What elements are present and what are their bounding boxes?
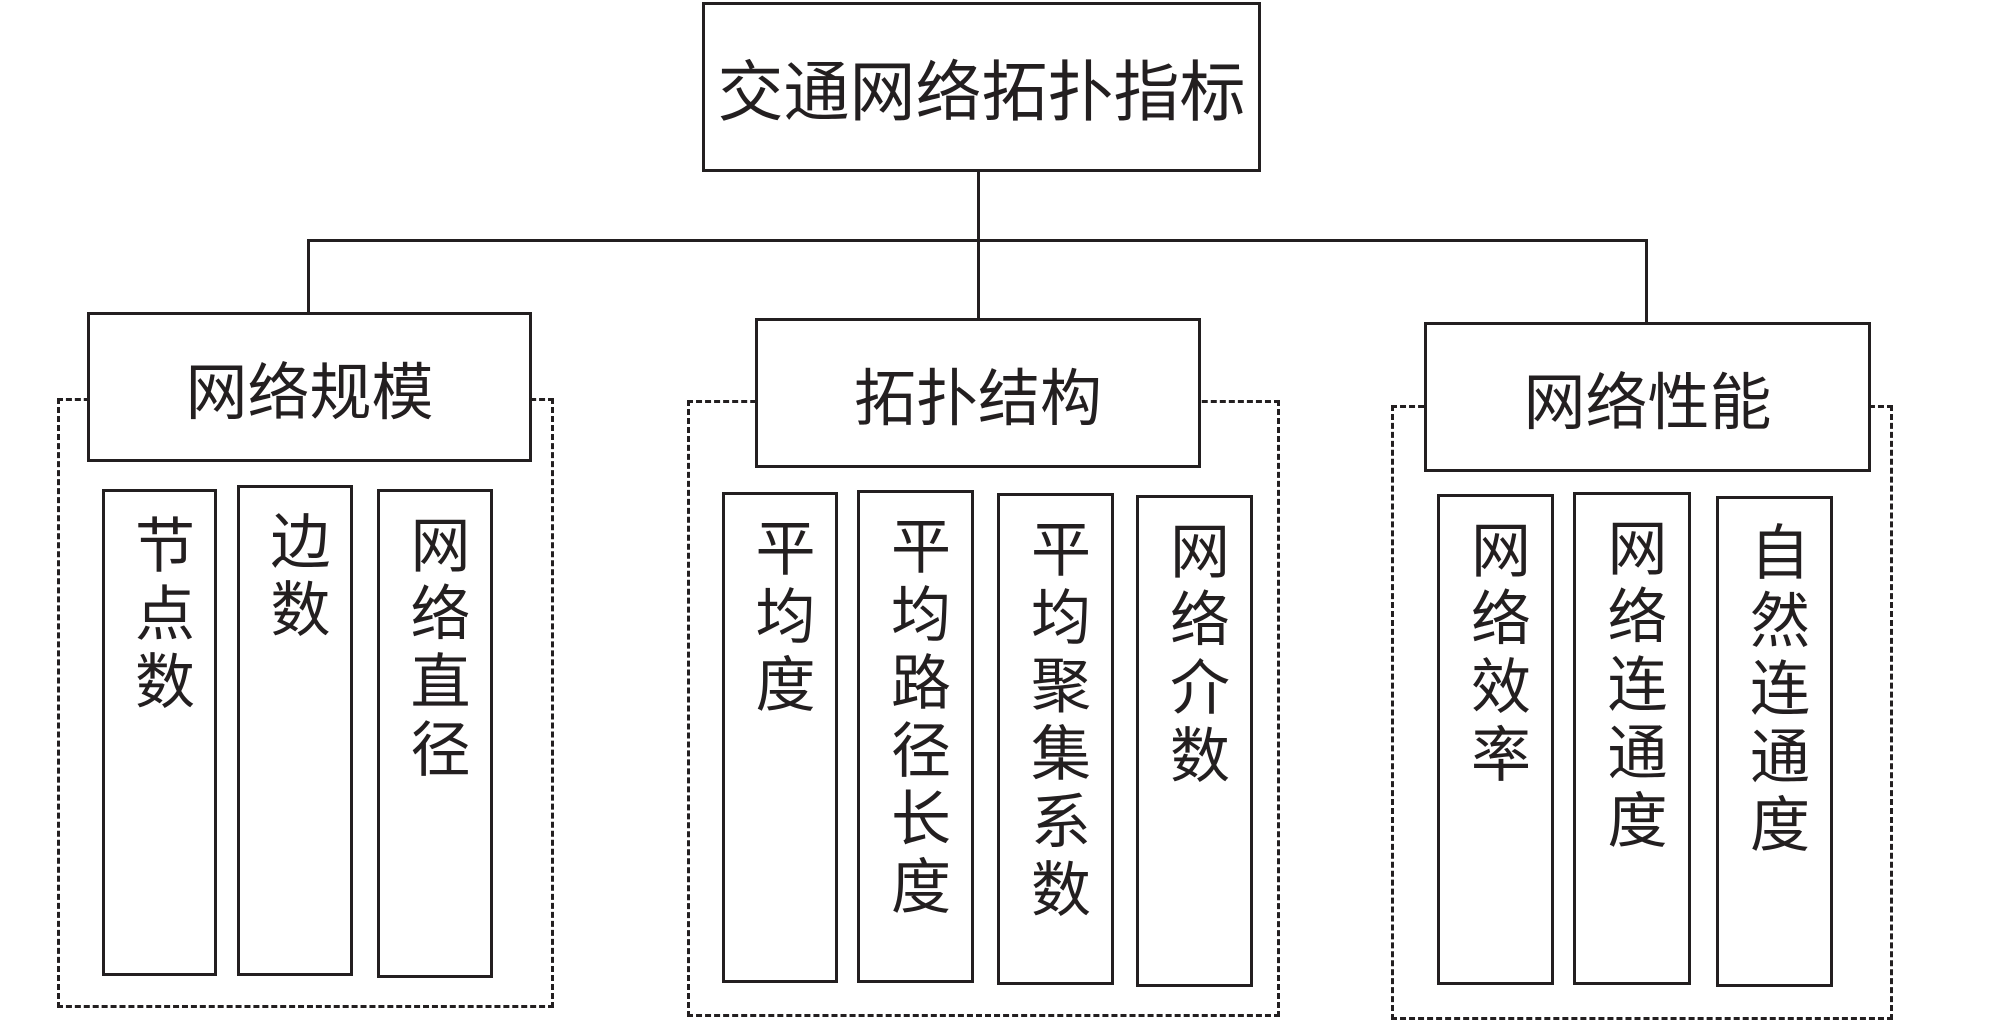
- leaf-node: 节点数: [102, 489, 217, 976]
- leaf-node: 平均度: [722, 492, 838, 983]
- leaf-label: 网络连通度: [1597, 517, 1667, 857]
- leaf-node: 平均聚集系数: [997, 493, 1114, 985]
- root-node: 交通网络拓扑指标: [702, 2, 1261, 172]
- leaf-label: 网络介数: [1159, 520, 1230, 792]
- category-3-connector-line: [1645, 239, 1648, 324]
- leaf-node: 平均路径长度: [857, 490, 974, 983]
- root-stem-line: [977, 170, 980, 242]
- leaf-node: 网络连通度: [1573, 492, 1691, 985]
- leaf-node: 自然连通度: [1716, 496, 1833, 987]
- leaf-label: 自然连通度: [1739, 521, 1810, 861]
- leaf-node: 边数: [237, 485, 353, 976]
- leaf-label: 平均聚集系数: [1020, 518, 1091, 926]
- category-node-2: 拓扑结构: [755, 318, 1201, 468]
- category-label: 网络规模: [185, 356, 434, 429]
- leaf-label: 边数: [260, 510, 330, 646]
- category-node-3: 网络性能: [1424, 322, 1871, 472]
- leaf-node: 网络效率: [1437, 494, 1554, 985]
- leaf-label: 网络效率: [1460, 519, 1531, 791]
- category-2-connector-line: [977, 239, 980, 320]
- leaf-node: 网络直径: [377, 489, 493, 978]
- leaf-label: 平均路径长度: [880, 515, 951, 923]
- leaf-label: 平均度: [745, 517, 815, 721]
- category-label: 拓扑结构: [853, 362, 1102, 435]
- leaf-label: 网络直径: [400, 514, 470, 786]
- category-label: 网络性能: [1523, 366, 1772, 439]
- leaf-node: 网络介数: [1136, 495, 1253, 987]
- root-node-label: 交通网络拓扑指标: [717, 54, 1246, 131]
- category-node-1: 网络规模: [87, 312, 532, 462]
- category-1-connector-line: [307, 239, 310, 314]
- leaf-label: 节点数: [124, 514, 195, 718]
